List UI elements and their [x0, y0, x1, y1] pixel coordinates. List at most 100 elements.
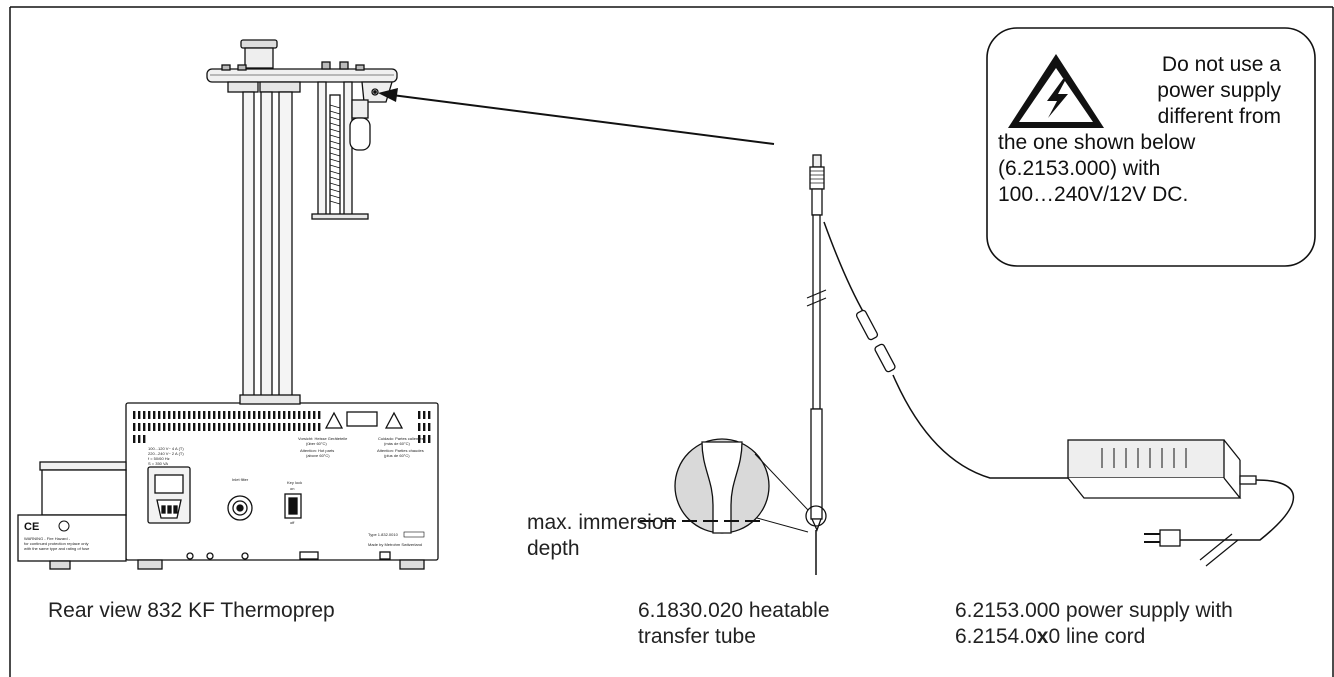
vent-slot	[228, 423, 231, 431]
vent-slot	[208, 411, 211, 419]
line-cord-variable-x: x	[1036, 625, 1049, 648]
line-cord-code-suffix: 0 line cord	[1048, 625, 1146, 648]
vent-slot	[263, 423, 266, 431]
fuse-warning-1: WARNING - Fire Hazard -	[24, 536, 71, 541]
vent-slot	[153, 423, 156, 431]
vent-slot	[303, 411, 306, 419]
vent-slot	[233, 423, 236, 431]
immersion-depth-label: max. immersion depth	[527, 510, 675, 562]
vent-slot	[248, 423, 251, 431]
vent-slot	[218, 411, 221, 419]
immersion-detail-magnifier	[640, 438, 827, 534]
vent-slot	[193, 423, 196, 431]
warning-line-3: different from	[1157, 105, 1281, 128]
transfer-tube	[806, 154, 1090, 575]
vent-slot	[253, 411, 256, 419]
vent-slot	[248, 411, 251, 419]
vent-slot	[133, 423, 136, 431]
caption-transfer-tube-line-2: transfer tube	[638, 625, 756, 648]
left-warning-label-2: (über 60°C)	[306, 441, 327, 446]
device-labels: Vorsicht: Heisse Geräteteile (über 60°C)…	[24, 436, 425, 551]
left-warning-label-4: (above 60°C)	[306, 453, 330, 458]
caption-rear-view-text: Rear view 832 KF Thermoprep	[48, 599, 335, 622]
vent-slot	[198, 411, 201, 419]
vent-slot	[143, 411, 146, 419]
warning-line-1: Do not use a	[1161, 53, 1281, 76]
vent-slot	[318, 423, 321, 431]
vent-slot	[308, 411, 311, 419]
vent-slot	[183, 411, 186, 419]
warning-line-2: power supply	[1157, 79, 1281, 102]
vent-slot	[253, 423, 256, 431]
vent-slot	[278, 423, 281, 431]
vent-slot	[208, 423, 211, 431]
vent-slot	[418, 423, 421, 431]
vent-slot	[203, 411, 206, 419]
vent-slot	[303, 423, 306, 431]
vent-slot	[273, 411, 276, 419]
key-lock-label: Key lock	[287, 480, 302, 485]
vent-slot	[223, 411, 226, 419]
high-voltage-warning-icon	[1008, 54, 1104, 128]
connection-arrow	[378, 88, 775, 145]
vent-slot	[198, 423, 201, 431]
immersion-label-line-1: max. immersion	[527, 511, 676, 534]
key-lock-on-label: on	[290, 486, 294, 491]
vent-slot	[168, 411, 171, 419]
vent-slot	[138, 435, 141, 443]
left-warning-label-1: Vorsicht: Heisse Geräteteile	[298, 436, 348, 441]
serial-box	[403, 531, 425, 538]
left-warning-label-3: Attention: Hot parts	[300, 448, 334, 453]
vent-slot	[133, 435, 136, 443]
vent-slot	[218, 423, 221, 431]
vent-slot	[193, 411, 196, 419]
warning-line-5: (6.2153.000) with	[998, 157, 1161, 180]
vent-slot	[428, 423, 431, 431]
vent-slot	[153, 411, 156, 419]
vent-slot	[288, 411, 291, 419]
vent-slot	[313, 423, 316, 431]
vent-slot	[313, 411, 316, 419]
vent-slot	[298, 411, 301, 419]
caption-power-supply: 6.2153.000 power supply with 6.2154.0x0 …	[955, 598, 1233, 650]
ground-symbol-icon	[58, 520, 70, 532]
key-lock-off-label: off	[290, 520, 295, 525]
caption-rear-view: Rear view 832 KF Thermoprep	[48, 598, 335, 624]
caption-transfer-tube-line-1: 6.1830.020 heatable	[638, 599, 830, 622]
vent-slot	[283, 423, 286, 431]
vent-slot	[173, 411, 176, 419]
right-warning-label-1: Cuidado: Partes calientes	[378, 436, 424, 441]
ce-mark: CE	[24, 521, 39, 533]
right-warning-label-4: (plus de 60°C)	[384, 453, 410, 458]
vent-slot	[238, 423, 241, 431]
page-frame	[9, 6, 1334, 677]
vent-slot	[283, 411, 286, 419]
vent-slot	[263, 411, 266, 419]
fuse-warning-2: for continued protection replace only	[24, 541, 88, 546]
fuse-warning-3: with the same type and rating of fuse	[24, 546, 90, 551]
vent-slot	[178, 411, 181, 419]
vent-slot	[158, 423, 161, 431]
vent-slot	[163, 423, 166, 431]
vent-slot	[163, 411, 166, 419]
voltage-label-2: 220...240 V~ 2 A (T)	[148, 451, 184, 456]
caption-transfer-tube: 6.1830.020 heatable transfer tube	[638, 598, 830, 650]
vent-slot	[258, 423, 261, 431]
thermoprep-device	[17, 39, 439, 570]
vent-slot	[273, 423, 276, 431]
vent-slot	[188, 411, 191, 419]
vent-slot	[183, 423, 186, 431]
voltage-label-4: S = 350 VA	[148, 461, 168, 466]
type-plate-2: Made by Metrohm Switzerland	[368, 542, 422, 547]
vent-slot	[428, 411, 431, 419]
immersion-label-line-2: depth	[527, 537, 580, 560]
vent-slot	[228, 411, 231, 419]
vent-slot	[423, 411, 426, 419]
vent-slot	[268, 411, 271, 419]
vent-slot	[158, 411, 161, 419]
vent-slot	[418, 411, 421, 419]
vent-slot	[308, 423, 311, 431]
vent-slot	[278, 411, 281, 419]
